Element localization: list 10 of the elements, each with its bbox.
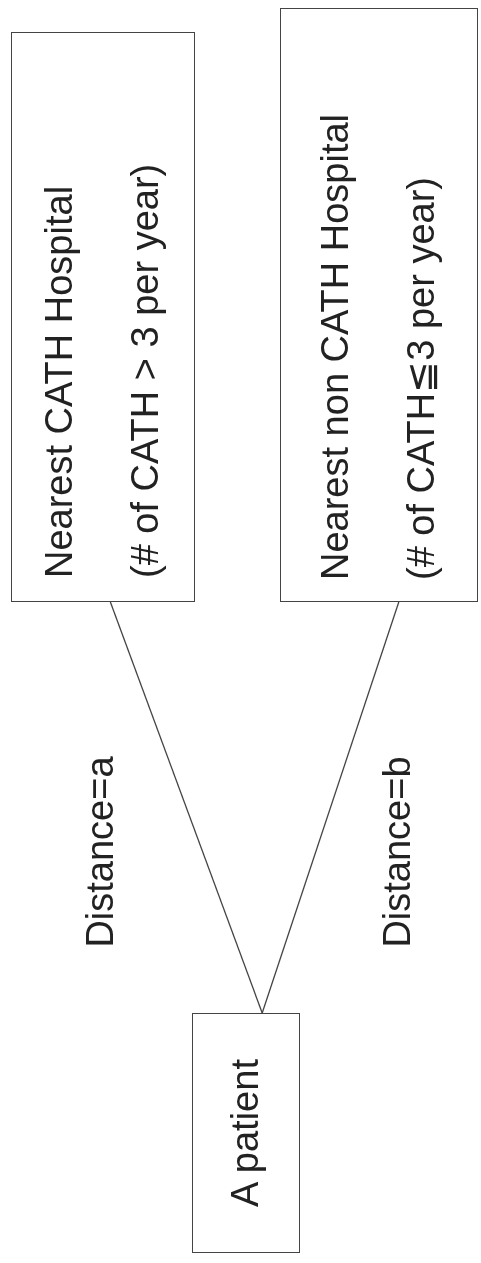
connector-line bbox=[109, 601, 263, 1014]
box-title: Nearest non CATH Hospital bbox=[315, 113, 357, 580]
text-box bbox=[192, 1013, 300, 1253]
box-title: A patient bbox=[225, 1059, 267, 1207]
box-subtitle: (# of CATH > 3 per year) bbox=[125, 163, 167, 578]
text-box bbox=[11, 32, 195, 602]
text-box bbox=[280, 8, 478, 602]
connector-line bbox=[261, 601, 400, 1014]
box-title: Nearest CATH Hospital bbox=[39, 185, 81, 578]
box-subtitle: (# of CATH≦3 per year) bbox=[401, 177, 443, 580]
